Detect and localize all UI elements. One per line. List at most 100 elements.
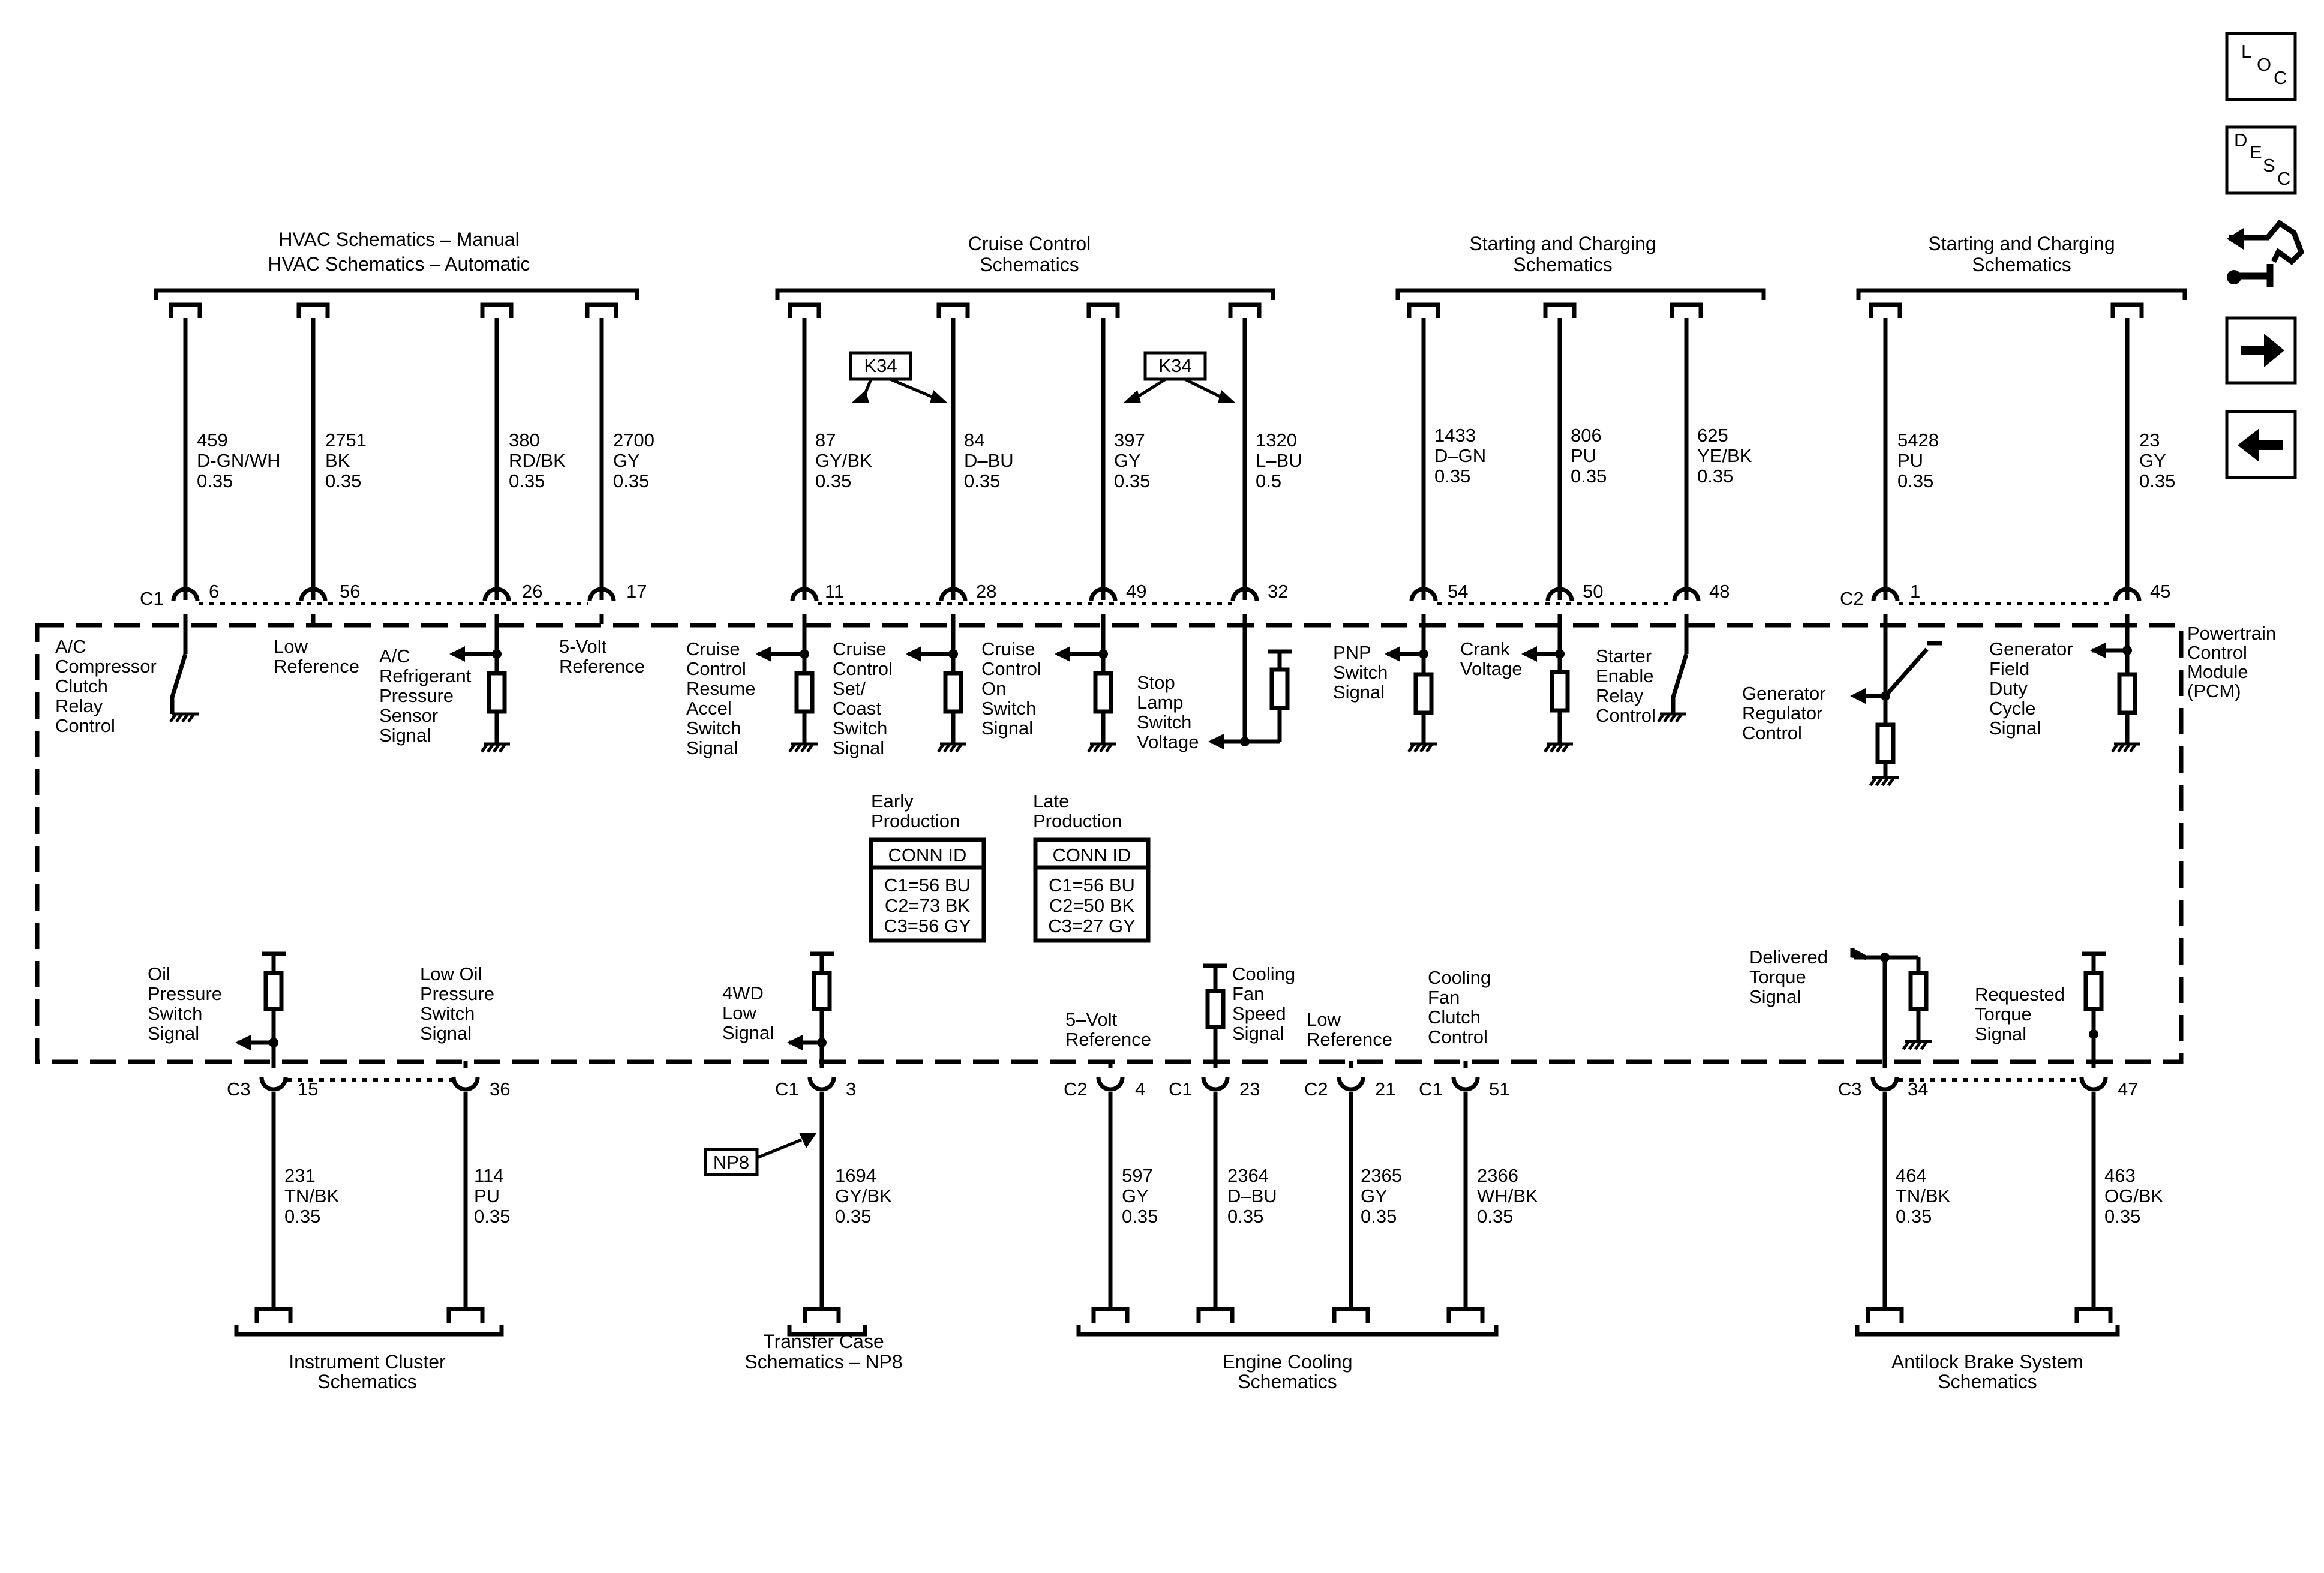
loc-letter: O: [2257, 54, 2271, 75]
signal-label: Low Oil: [420, 963, 482, 984]
harness-terminal: [446, 1307, 485, 1323]
harness-terminal: [2110, 302, 2144, 318]
pin-number: 17: [626, 581, 647, 602]
ground-icon: [1656, 712, 1686, 723]
signal-label: Signal: [686, 737, 738, 758]
arrow-left-icon: [1208, 734, 1224, 749]
circuit-label: 0.35: [1477, 1206, 1513, 1227]
previous-page-button[interactable]: [2225, 410, 2297, 479]
connector-id: C1: [1419, 1079, 1443, 1100]
circuit-label: OG/BK: [2104, 1185, 2164, 1206]
harness-terminal: [1407, 302, 1440, 318]
circuit-label: PU: [474, 1185, 500, 1206]
arrow-left-icon: [1521, 646, 1537, 662]
circuit-label: GY: [2139, 450, 2166, 471]
connector-pin: [171, 587, 200, 602]
circuit-label: GY/BK: [835, 1185, 892, 1206]
circuit-label: D–BU: [1227, 1185, 1277, 1206]
connector-pin: [451, 1077, 480, 1092]
resistor-icon: [1550, 670, 1570, 713]
signal-label: Field: [1989, 658, 2029, 679]
circuit-label: 84: [964, 430, 984, 451]
resistor-icon: [1205, 989, 1226, 1029]
loc-button[interactable]: LOC: [2225, 32, 2297, 101]
circuit-label: 625: [1697, 425, 1728, 446]
signal-label: Relay: [1596, 685, 1644, 706]
conn-table-heading: Late: [1033, 791, 1069, 812]
signal-label: Torque: [1749, 966, 1806, 987]
schematic-ref-label: Schematics: [1238, 1371, 1337, 1392]
conn-table-row: C3=56 GY: [884, 915, 971, 936]
signal-label: 4WD: [722, 983, 764, 1004]
circuit-label: 0.35: [613, 470, 649, 491]
signal-label: 5-Volt: [559, 636, 607, 657]
schematic-ref-label: Transfer Case: [763, 1331, 884, 1352]
signal-label: Signal: [420, 1023, 472, 1044]
connector-pin: [2079, 1077, 2108, 1092]
harness-terminal: [1332, 1307, 1370, 1323]
signal-label: Switch: [981, 698, 1036, 719]
harness-terminal: [1228, 302, 1262, 318]
connector-id: C1: [775, 1079, 799, 1100]
resistor-icon: [812, 971, 832, 1011]
arrow-left-icon: [2090, 643, 2106, 658]
signal-label: Switch: [833, 718, 887, 739]
circuit-label: TN/BK: [284, 1185, 340, 1206]
connector-pin: [1201, 1077, 1230, 1092]
connector-pin: [1409, 587, 1438, 602]
ground-icon: [1086, 742, 1116, 753]
signal-label: Duty: [1989, 678, 2028, 699]
signal-label: Clutch: [1428, 1007, 1481, 1028]
resistor-icon: [794, 671, 815, 714]
harness-terminal: [1670, 302, 1703, 318]
connector-pin: [1337, 1077, 1365, 1092]
circuit-label: 2365: [1361, 1165, 1402, 1186]
arrow-left-icon: [1055, 646, 1070, 662]
circuit-label: 231: [284, 1165, 316, 1186]
conn-table-row: C1=56 BU: [1049, 875, 1135, 896]
pin-number: 26: [522, 581, 542, 602]
next-page-button[interactable]: [2225, 316, 2297, 385]
circuit-label: 2366: [1477, 1165, 1518, 1186]
circuit-label: 0.35: [1227, 1206, 1263, 1227]
signal-label: Stop: [1137, 672, 1175, 693]
arrow-icon: [851, 390, 869, 403]
schematic-ref-label: Schematics: [317, 1371, 416, 1392]
connector-pin: [299, 587, 328, 602]
signal-label: Regulator: [1742, 703, 1822, 724]
circuit-label: RD/BK: [509, 450, 566, 471]
circuit-label: 0.35: [2139, 470, 2175, 491]
signal-label: Compressor: [55, 656, 157, 677]
circuit-label: 0.35: [835, 1206, 871, 1227]
signal-label: Relay: [55, 695, 103, 716]
resistor-icon: [1269, 667, 1290, 710]
pin-number: 4: [1135, 1079, 1145, 1100]
signal-label: Reference: [1065, 1029, 1151, 1050]
signal-label: Cycle: [1989, 698, 2036, 719]
signal-label: Switch: [148, 1003, 202, 1024]
signal-label: Enable: [1596, 665, 1654, 686]
signal-label: Speed: [1232, 1003, 1286, 1024]
signal-label: Control: [1596, 705, 1656, 726]
signal-label: A/C: [379, 646, 410, 667]
signal-label: Pressure: [148, 983, 222, 1004]
pin-number: 1: [1910, 581, 1920, 602]
schematic-ref-label: Engine Cooling: [1222, 1351, 1352, 1373]
circuit-label: L–BU: [1256, 450, 1302, 471]
circuit-label: 463: [2104, 1165, 2136, 1186]
signal-label: Switch: [1137, 712, 1191, 733]
arrow-left-icon: [449, 646, 465, 662]
ground-icon: [169, 712, 199, 723]
pin-number: 6: [209, 581, 219, 602]
harness-terminal: [254, 1307, 293, 1323]
connector-end-view-icon[interactable]: [2227, 220, 2305, 287]
